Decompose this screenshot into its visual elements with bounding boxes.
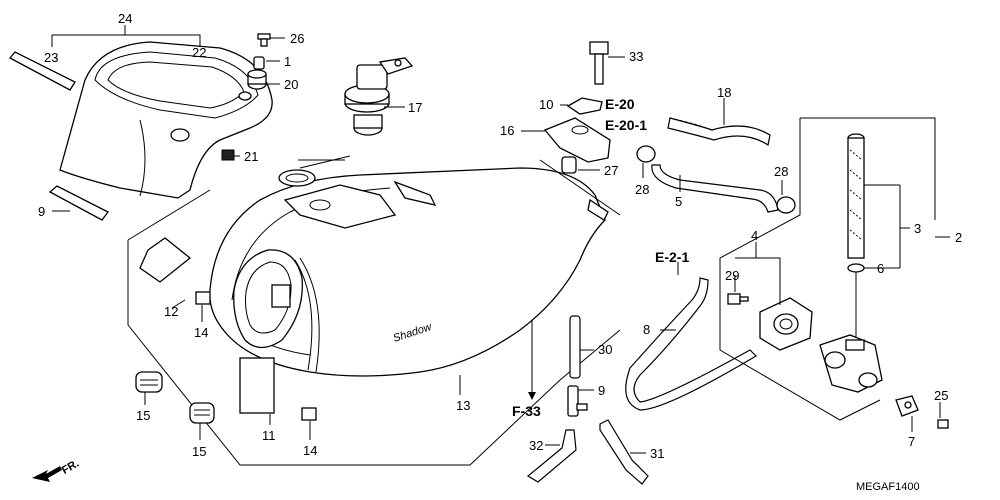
part-number-2: 2 — [955, 230, 962, 245]
cushion-15a — [135, 371, 163, 393]
part-number-15a: 15 — [136, 408, 150, 423]
part-number-10: 10 — [539, 97, 553, 112]
ref-f-33[interactable]: F-33 — [512, 403, 541, 419]
label-12 — [139, 237, 192, 283]
leader-lines — [52, 37, 950, 454]
part-number-6: 6 — [877, 261, 884, 276]
setting-16 — [543, 117, 611, 163]
part-number-33: 33 — [629, 49, 643, 64]
part-number-11: 11 — [262, 428, 276, 443]
tube-27 — [561, 156, 577, 174]
part-number-7: 7 — [908, 434, 915, 449]
part-number-26: 26 — [290, 31, 304, 46]
sticker-14b — [301, 407, 317, 421]
part-number-1: 1 — [284, 54, 291, 69]
part-number-16: 16 — [500, 123, 514, 138]
grommet-20 — [247, 69, 267, 90]
part-number-4: 4 — [751, 228, 758, 243]
part-number-25: 25 — [934, 388, 948, 403]
front-arrow-icon — [32, 466, 62, 482]
fuel-cap — [344, 57, 414, 136]
sticker-11 — [239, 357, 275, 414]
part-number-14a: 14 — [194, 325, 208, 340]
hose-32 — [526, 429, 577, 483]
part-number-23: 23 — [44, 50, 58, 65]
fuel-cock — [819, 334, 883, 393]
lever-7 — [895, 395, 919, 417]
part-number-9a: 9 — [38, 204, 45, 219]
gasket-10 — [566, 97, 603, 115]
clip-28b — [776, 196, 796, 214]
part-number-3: 3 — [914, 221, 921, 236]
ref-e-20-1[interactable]: E-20-1 — [605, 117, 647, 133]
part-number-30: 30 — [598, 342, 612, 357]
cushion-15b — [189, 402, 215, 424]
part-number-18: 18 — [717, 85, 731, 100]
part-number-32: 32 — [529, 438, 543, 453]
part-number-24: 24 — [118, 11, 132, 26]
screw-26 — [257, 33, 271, 47]
diagram-code: MEGAF1400 — [856, 481, 920, 493]
strip-23 — [8, 51, 76, 91]
hose-30 — [569, 315, 581, 379]
part-number-15b: 15 — [192, 444, 206, 459]
part-number-28b: 28 — [774, 164, 788, 179]
front-label: FR. — [60, 458, 81, 477]
part-number-14b: 14 — [303, 443, 317, 458]
fuel-tank — [209, 167, 609, 377]
part-number-12: 12 — [164, 304, 178, 319]
part-number-22: 22 — [192, 45, 206, 60]
ref-e-2-1[interactable]: E-2-1 — [655, 249, 689, 265]
part-number-5: 5 — [675, 194, 682, 209]
clip-28a — [636, 145, 656, 163]
part-number-8: 8 — [643, 322, 650, 337]
screw-25 — [937, 419, 949, 429]
tank-cover — [59, 41, 273, 199]
sticker-14a — [195, 291, 211, 305]
part-number-29: 29 — [725, 268, 739, 283]
nut-21 — [221, 149, 235, 161]
o-ring-6 — [847, 263, 865, 273]
hose-31 — [599, 419, 649, 485]
ref-e-20[interactable]: E-20 — [605, 96, 635, 112]
strip-9 — [48, 185, 109, 221]
part-number-17: 17 — [408, 100, 422, 115]
vacuum-valve-4 — [759, 297, 813, 351]
part-number-13: 13 — [456, 398, 470, 413]
part-number-27: 27 — [604, 163, 618, 178]
hose-5 — [651, 164, 779, 213]
collar-1 — [253, 56, 265, 70]
strainer-3 — [847, 133, 865, 259]
bolt-33 — [589, 41, 609, 85]
part-number-31: 31 — [650, 446, 664, 461]
screw-29 — [727, 293, 749, 305]
part-number-21: 21 — [244, 149, 258, 164]
part-number-9b: 9 — [598, 383, 605, 398]
hose-8 — [625, 277, 757, 411]
part-number-28a: 28 — [635, 182, 649, 197]
hose-18 — [667, 117, 771, 146]
part-number-20: 20 — [284, 77, 298, 92]
joint-9b — [567, 385, 588, 417]
